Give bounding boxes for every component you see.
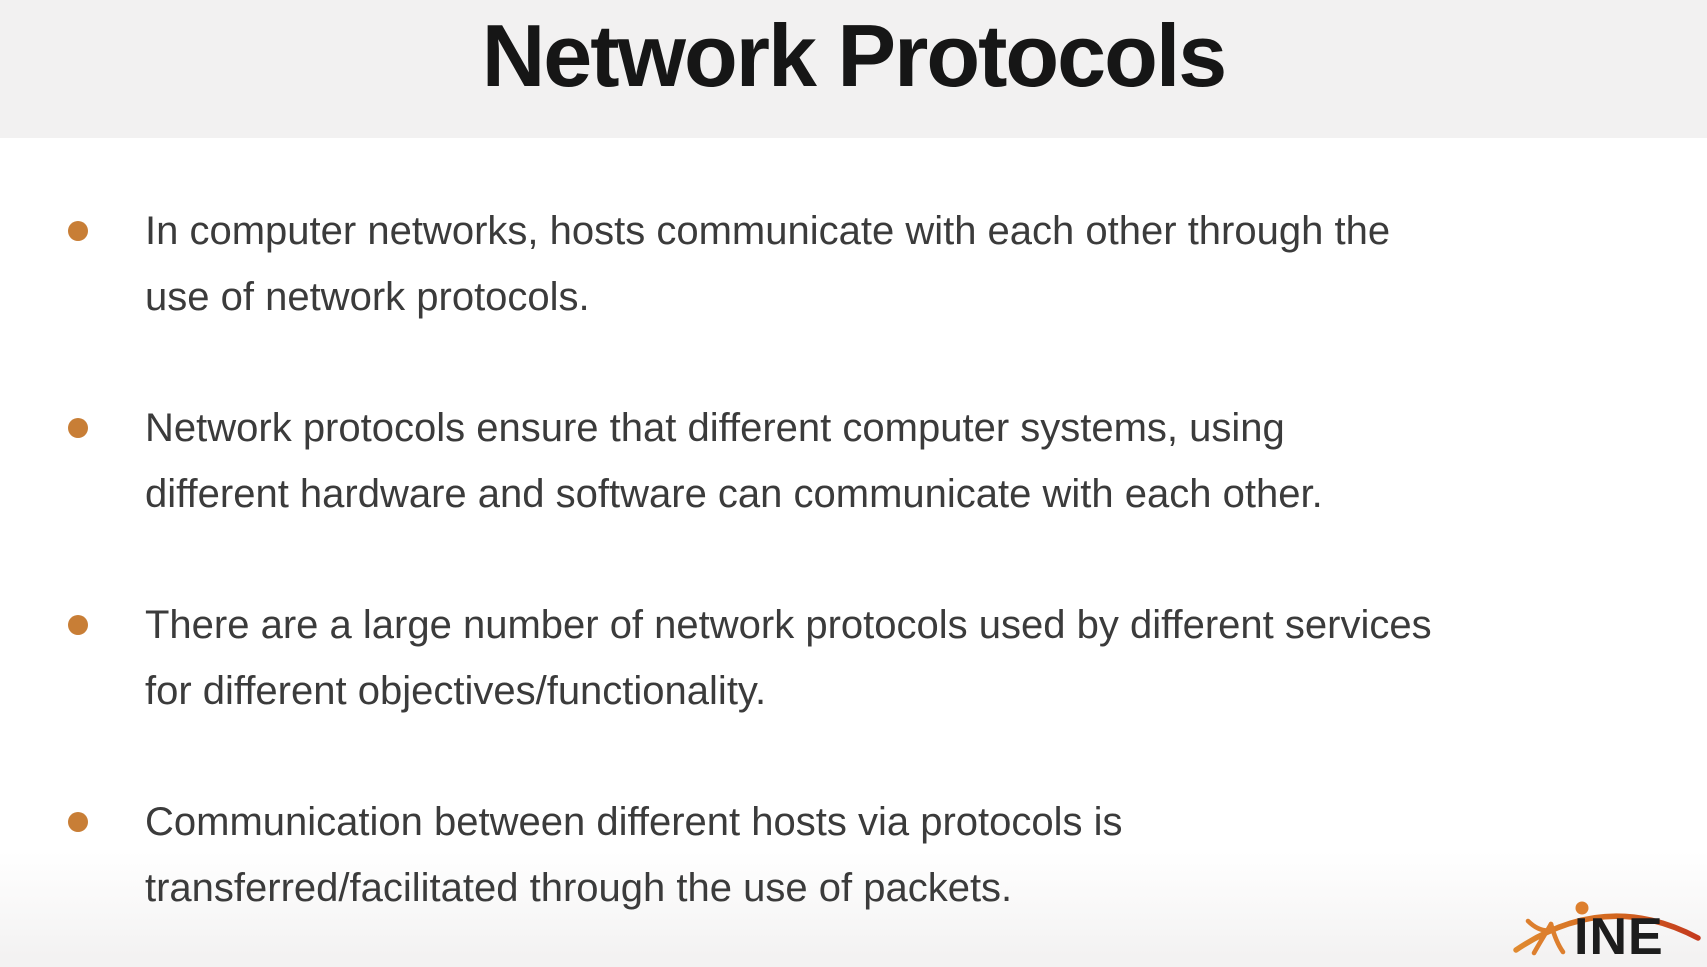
page-title: Network Protocols	[481, 6, 1227, 105]
bullet-text-line: use of network protocols.	[145, 275, 590, 319]
bullet-item-1: In computer networks, hosts communicate …	[0, 198, 1697, 330]
bullet-dot-icon	[68, 418, 88, 438]
bullet-text-line: for different objectives/functionality.	[145, 669, 767, 713]
bullet-dot-icon	[68, 615, 88, 635]
bullet-dot-icon	[68, 812, 88, 832]
bullet-dot-icon	[68, 221, 88, 241]
slide-header: Network Protocols	[0, 0, 1707, 138]
bullet-item-3: There are a large number of network prot…	[0, 592, 1697, 724]
bullet-item-2: Network protocols ensure that different …	[0, 395, 1697, 527]
logo-dot	[1575, 901, 1589, 915]
bullet-text-line: Network protocols ensure that different …	[145, 406, 1285, 450]
bullet-text-line: different hardware and software can comm…	[145, 472, 1323, 516]
bullet-text-line: There are a large number of network prot…	[145, 603, 1432, 647]
bullet-list: In computer networks, hosts communicate …	[0, 138, 1707, 921]
bullet-item-4: Communication between different hosts vi…	[0, 789, 1697, 921]
logo-figure	[1525, 918, 1566, 956]
logo-arc	[1513, 913, 1701, 953]
ine-logo-icon: INE	[1513, 901, 1701, 959]
bullet-text-line: Communication between different hosts vi…	[145, 800, 1123, 844]
logo-brand-text: INE	[1574, 908, 1664, 959]
bullet-text-line: In computer networks, hosts communicate …	[145, 209, 1391, 253]
bullet-text-line: transferred/facilitated through the use …	[145, 866, 1013, 910]
